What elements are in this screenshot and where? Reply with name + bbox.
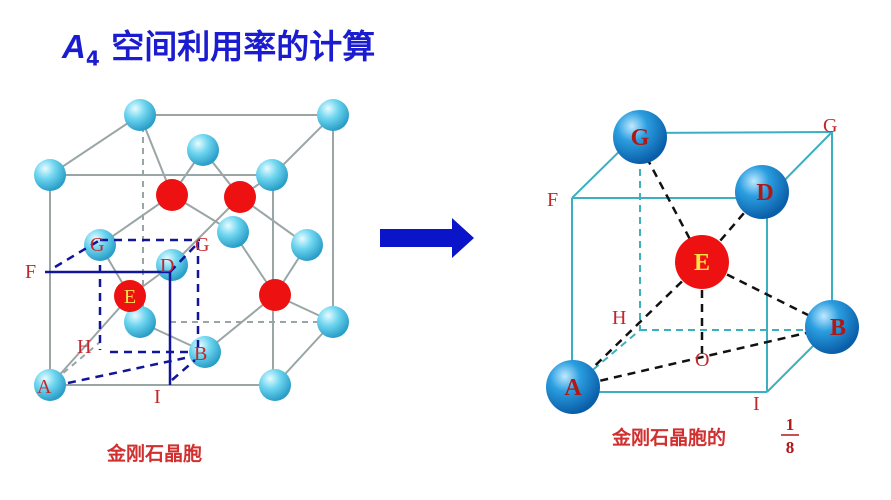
label-g-left: G: [90, 234, 104, 256]
label-a: A: [564, 375, 582, 401]
label-e: E: [124, 286, 136, 308]
right-caption: 金刚石晶胞的: [611, 426, 726, 449]
label-b: B: [830, 315, 846, 341]
atom-b: [805, 300, 859, 354]
left-caption: 金刚石晶胞: [106, 442, 202, 465]
right-arrow-icon: [380, 218, 474, 258]
label-g: G: [823, 115, 837, 137]
label-b: B: [194, 343, 207, 365]
label-i: I: [154, 386, 161, 408]
label-f: F: [25, 261, 36, 283]
label-f: F: [547, 189, 558, 211]
label-i: I: [753, 393, 760, 415]
label-d: D: [756, 180, 773, 206]
slide-title: A4 空间利用率的计算: [62, 20, 375, 71]
fraction-numerator: 1: [786, 415, 795, 434]
atom-e: [675, 235, 729, 289]
title-subscript: 4: [85, 46, 100, 71]
carbon-atoms-red: [114, 179, 291, 312]
label-e: E: [694, 250, 710, 276]
atom-a: [546, 360, 600, 414]
title-text: 空间利用率的计算: [111, 27, 376, 66]
label-h: H: [77, 336, 91, 358]
atom-d: [735, 165, 789, 219]
label-a: A: [37, 376, 52, 398]
title-symbol: A: [62, 28, 86, 65]
label-o: O: [695, 349, 709, 371]
fraction-denominator: 8: [786, 438, 795, 457]
atom-c: [613, 110, 667, 164]
diamond-unit-cell: G G F D E H B A I 金刚石晶胞: [25, 99, 349, 465]
label-h: H: [612, 307, 626, 329]
eighth-cube-outline: [45, 238, 200, 385]
label-c: G: [631, 125, 650, 151]
label-d: D: [160, 255, 174, 277]
eighth-cell-diagram: G D B A E G F H O I 金刚石晶胞的 1 8: [546, 110, 859, 457]
label-g-right: G: [195, 234, 209, 256]
